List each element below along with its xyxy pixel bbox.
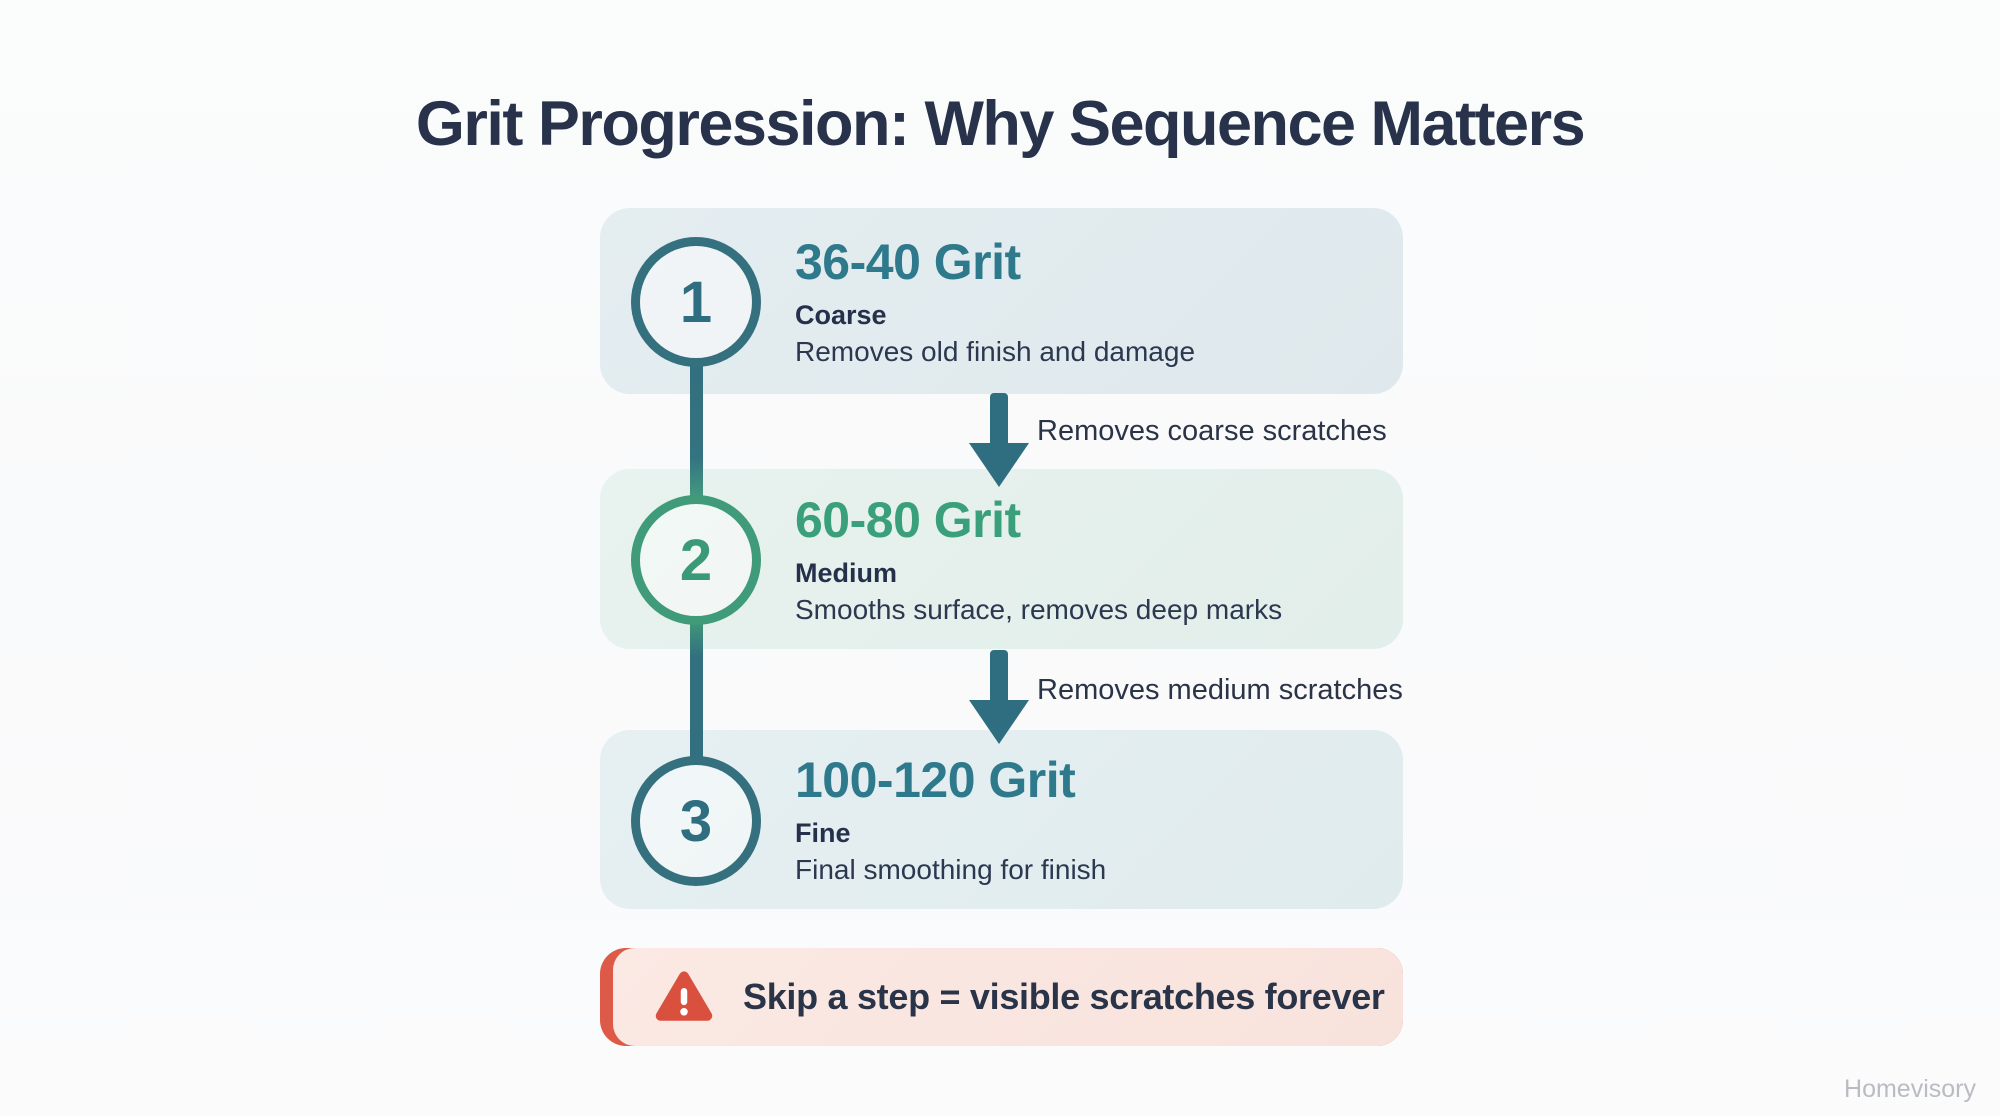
down-arrow-head <box>969 443 1029 487</box>
warning-banner-body: Skip a step = visible scratches forever <box>613 948 1403 1046</box>
step-2-level: Medium <box>795 557 898 588</box>
down-arrow-shaft <box>990 650 1008 704</box>
down-arrow-head <box>969 700 1029 744</box>
step-3-description: Final smoothing for finish <box>795 854 1107 885</box>
step-2-grit-range: 60-80 Grit <box>795 491 1021 548</box>
timeline-connector-2 <box>690 623 703 758</box>
step-1-number-circle: 1 <box>631 237 761 367</box>
down-arrow-shaft <box>990 393 1008 447</box>
warning-banner: Skip a step = visible scratches forever <box>600 948 1403 1046</box>
step-3-number-circle: 3 <box>631 756 761 886</box>
step-1-grit-range: 36-40 Grit <box>795 233 1021 290</box>
arrow-2-label: Removes medium scratches <box>1037 674 1403 706</box>
step-2-number-circle: 2 <box>631 495 761 625</box>
watermark: Homevisory <box>1844 1075 1976 1103</box>
page-title: Grit Progression: Why Sequence Matters <box>415 89 1586 159</box>
warning-text: Skip a step = visible scratches forever <box>743 976 1385 1017</box>
step-1-number: 1 <box>679 269 713 335</box>
timeline-connector-1 <box>690 365 703 497</box>
step-3-number: 3 <box>679 788 713 854</box>
arrow-1-label: Removes coarse scratches <box>1037 415 1387 447</box>
step-2-number: 2 <box>679 527 713 593</box>
step-3-level: Fine <box>795 818 851 848</box>
step-1-description: Removes old finish and damage <box>795 335 1196 367</box>
warning-triangle-icon <box>655 971 713 1021</box>
step-2-description: Smooths surface, removes deep marks <box>795 593 1283 625</box>
step-3-grit-range: 100-120 Grit <box>795 752 1076 808</box>
step-1-level: Coarse <box>795 299 887 330</box>
